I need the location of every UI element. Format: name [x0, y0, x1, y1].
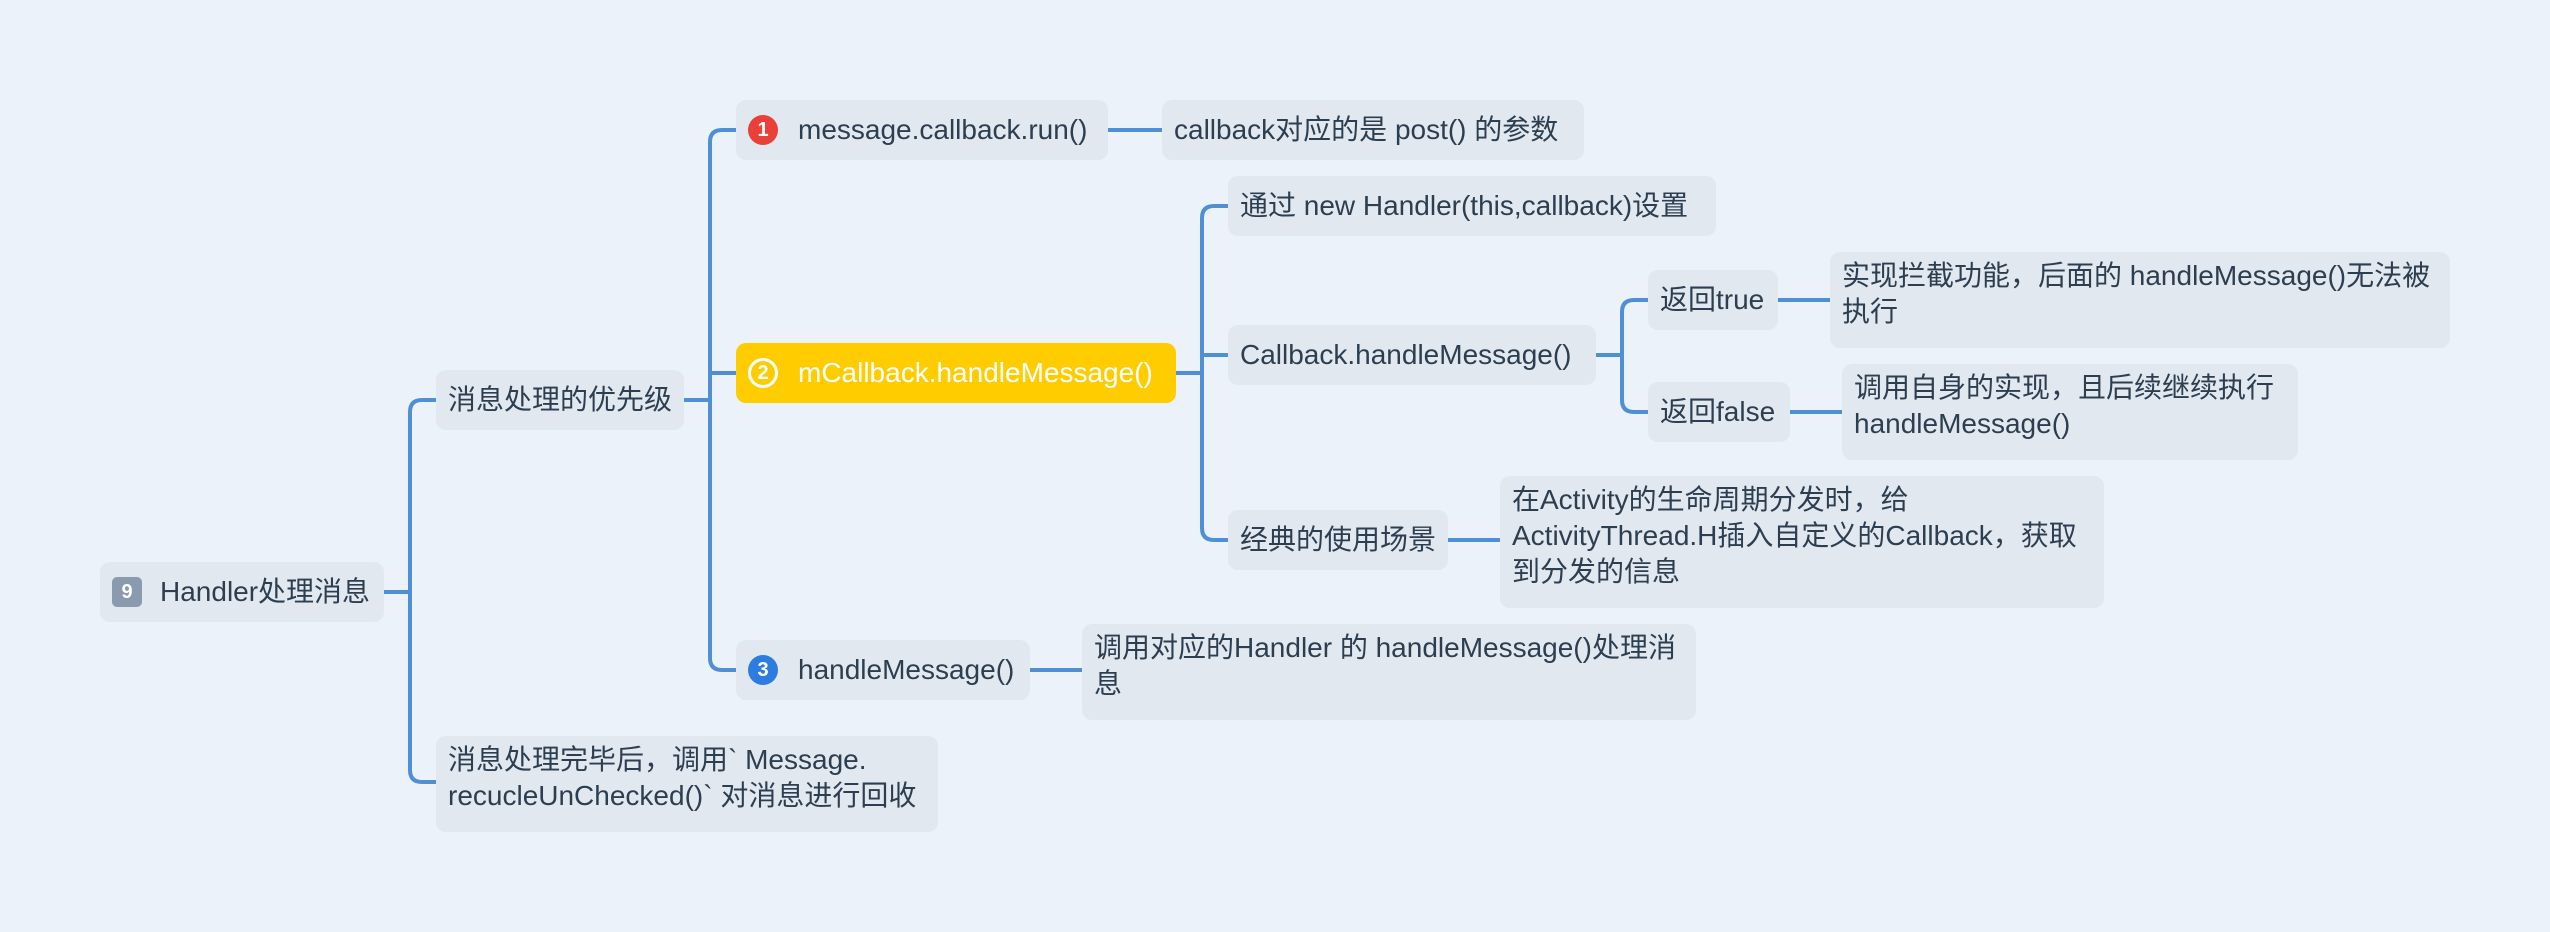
scenario-note[interactable]: 在Activity的生命周期分发时，给 ActivityThread.H插入自定…: [1500, 476, 2104, 608]
callback-node[interactable]: Callback.handleMessage(): [1228, 325, 1596, 385]
connector-callback: [1594, 298, 1650, 414]
number-2-icon: 2: [748, 358, 778, 388]
return-false-node[interactable]: 返回false: [1648, 382, 1790, 442]
branch3-node[interactable]: 3 handleMessage(): [736, 640, 1030, 700]
branch1-node[interactable]: 1 message.callback.run(): [736, 100, 1108, 160]
scenario-node[interactable]: 经典的使用场景: [1228, 510, 1448, 570]
return-false-label: 返回false: [1660, 396, 1776, 427]
branch1-label: message.callback.run(): [798, 114, 1088, 145]
recycle-label: 消息处理完毕后，调用` Message. recucleUnChecked()`…: [448, 744, 917, 811]
connector-root: [382, 398, 438, 784]
priority-node[interactable]: 消息处理的优先级: [436, 370, 684, 430]
branch1-note-label: callback对应的是 post() 的参数: [1174, 114, 1559, 145]
return-false-note[interactable]: 调用自身的实现，且后续继续执行 handleMessage(): [1842, 364, 2298, 460]
return-true-node[interactable]: 返回true: [1648, 270, 1778, 330]
return-false-note-label: 调用自身的实现，且后续继续执行 handleMessage(): [1854, 372, 2275, 439]
connector-branch2: [1174, 204, 1230, 542]
set-via-label: 通过 new Handler(this,callback)设置: [1240, 190, 1689, 221]
branch3-label: handleMessage(): [798, 654, 1015, 685]
recycle-node[interactable]: 消息处理完毕后，调用` Message. recucleUnChecked()`…: [436, 736, 938, 832]
set-via-node[interactable]: 通过 new Handler(this,callback)设置: [1228, 176, 1716, 236]
branch3-note-label: 调用对应的Handler 的 handleMessage()处理消息: [1094, 632, 1676, 699]
number-3-icon: 3: [748, 655, 778, 685]
root-label: Handler处理消息: [160, 576, 371, 607]
return-true-note[interactable]: 实现拦截功能，后面的 handleMessage()无法被执行: [1830, 252, 2450, 348]
scenario-label: 经典的使用场景: [1240, 524, 1437, 555]
branch1-note[interactable]: callback对应的是 post() 的参数: [1162, 100, 1584, 160]
scenario-note-label: 在Activity的生命周期分发时，给 ActivityThread.H插入自定…: [1512, 484, 2077, 587]
root-node[interactable]: 9 Handler处理消息: [100, 562, 384, 622]
branch2-label: mCallback.handleMessage(): [798, 357, 1153, 388]
keycap-9-icon: 9: [112, 577, 142, 607]
connector-priority: [682, 128, 738, 672]
branch2-node[interactable]: 2 mCallback.handleMessage(): [736, 343, 1176, 403]
return-true-label: 返回true: [1660, 284, 1765, 315]
branch3-note[interactable]: 调用对应的Handler 的 handleMessage()处理消息: [1082, 624, 1696, 720]
priority-label: 消息处理的优先级: [448, 384, 673, 415]
number-1-icon: 1: [748, 115, 778, 145]
return-true-note-label: 实现拦截功能，后面的 handleMessage()无法被执行: [1842, 260, 2431, 327]
callback-label: Callback.handleMessage(): [1240, 339, 1572, 370]
